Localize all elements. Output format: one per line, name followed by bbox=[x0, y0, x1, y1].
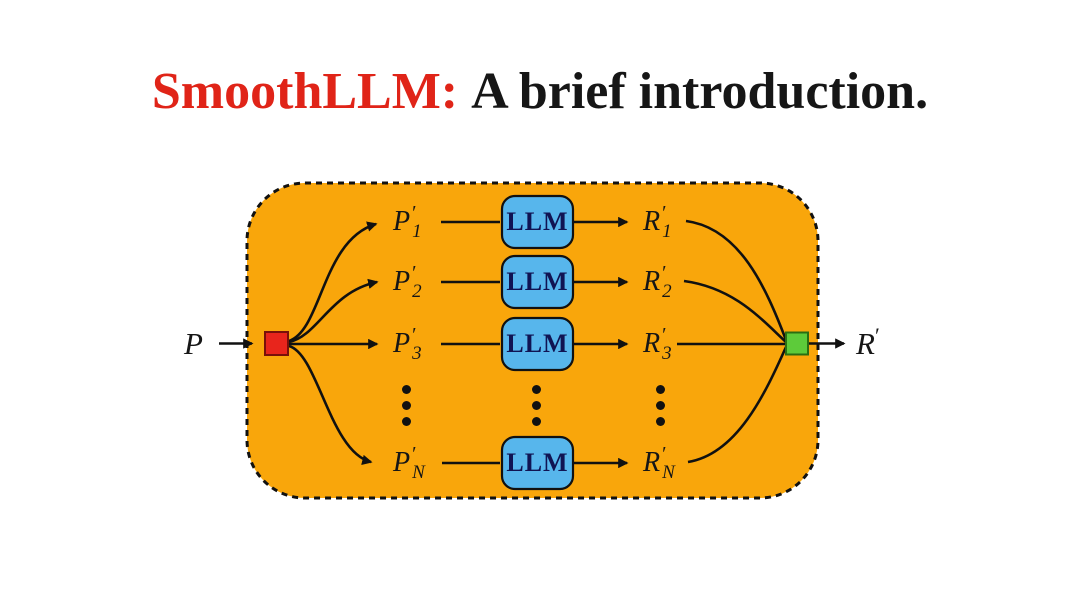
title-rest: A brief introduction. bbox=[471, 63, 929, 120]
label-r-prime-n: R′N bbox=[643, 442, 676, 484]
p1-base: P bbox=[393, 206, 411, 237]
converge-curve-row1 bbox=[685, 219, 788, 341]
fan-out-curve-row2 bbox=[288, 278, 379, 344]
output-label-base: R bbox=[856, 326, 875, 361]
r3-sub: 3 bbox=[662, 343, 672, 364]
label-output-r-prime: R′ bbox=[856, 322, 880, 366]
llm-label-row3: LLM bbox=[506, 329, 569, 358]
input-node-square bbox=[264, 331, 289, 356]
r3-prime: ′ bbox=[662, 324, 667, 346]
r2-prime: ′ bbox=[662, 262, 667, 284]
fan-out-curve-rowN bbox=[288, 344, 373, 465]
vertical-ellipsis-icon bbox=[656, 385, 665, 426]
page-title: SmoothLLM:A brief introduction. bbox=[0, 62, 1080, 122]
r2-sub: 2 bbox=[662, 281, 672, 302]
vertical-ellipsis-icon bbox=[402, 385, 411, 426]
p1-prime: ′ bbox=[412, 202, 417, 224]
label-p-prime-1: P′1 bbox=[393, 201, 426, 243]
label-r-prime-3: R′3 bbox=[643, 323, 676, 365]
llm-box-rowN bbox=[500, 435, 575, 491]
llm-label-rowN: LLM bbox=[506, 448, 569, 477]
label-p-prime-3: P′3 bbox=[393, 323, 426, 365]
p1-sub: 1 bbox=[412, 221, 422, 242]
p3-prime: ′ bbox=[412, 324, 417, 346]
r1-prime: ′ bbox=[662, 202, 667, 224]
rn-prime: ′ bbox=[662, 443, 667, 465]
label-p-prime-n: P′N bbox=[393, 442, 426, 484]
title-highlight: SmoothLLM: bbox=[151, 63, 459, 120]
output-node-square bbox=[785, 331, 809, 356]
converge-curve-rowN bbox=[687, 346, 788, 464]
label-p-prime-2: P′2 bbox=[393, 261, 426, 303]
fan-out-curve-row1 bbox=[288, 221, 378, 343]
output-label-prime: ′ bbox=[874, 323, 880, 348]
llm-label-row1: LLM bbox=[506, 207, 569, 236]
r3-base: R bbox=[643, 328, 661, 359]
pn-prime: ′ bbox=[412, 443, 417, 465]
p3-base: P bbox=[393, 328, 411, 359]
p3-sub: 3 bbox=[412, 343, 422, 364]
llm-box-row1 bbox=[500, 194, 575, 250]
rn-sub: N bbox=[662, 462, 675, 483]
pn-sub: N bbox=[412, 462, 425, 483]
label-r-prime-1: R′1 bbox=[643, 201, 676, 243]
llm-box-row2 bbox=[500, 254, 575, 310]
p2-base: P bbox=[393, 266, 411, 297]
r1-base: R bbox=[643, 206, 661, 237]
llm-label-row2: LLM bbox=[506, 267, 569, 296]
label-input-p: P bbox=[184, 322, 203, 366]
r1-sub: 1 bbox=[662, 221, 672, 242]
p2-prime: ′ bbox=[412, 262, 417, 284]
converge-curve-row2 bbox=[683, 279, 787, 343]
llm-box-row3 bbox=[500, 316, 575, 372]
rn-base: R bbox=[643, 447, 661, 478]
vertical-ellipsis-icon bbox=[532, 385, 541, 426]
label-r-prime-2: R′2 bbox=[643, 261, 676, 303]
input-label-base: P bbox=[184, 326, 203, 361]
r2-base: R bbox=[643, 266, 661, 297]
pn-base: P bbox=[393, 447, 411, 478]
p2-sub: 2 bbox=[412, 281, 422, 302]
